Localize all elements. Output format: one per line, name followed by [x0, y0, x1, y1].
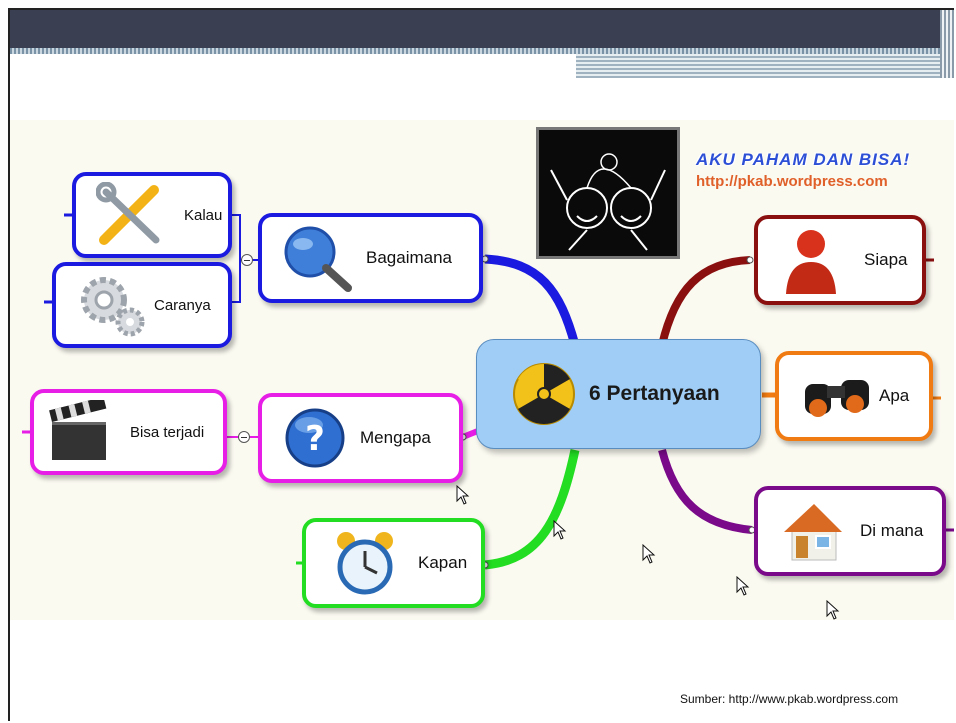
brand-title: AKU PAHAM DAN BISA! [696, 150, 911, 169]
svg-text:?: ? [305, 419, 325, 459]
collapse-toggle-bagaimana[interactable] [241, 254, 253, 266]
node-label-kapan: Kapan [418, 553, 468, 572]
person-icon [786, 230, 836, 294]
slide-header-stripe [10, 48, 940, 54]
cursor-arrow-icon [456, 485, 470, 505]
central-topic-label: 6 Pertanyaan [589, 382, 720, 405]
binoculars-icon [805, 380, 869, 417]
slide-header-edge [940, 10, 954, 78]
node-di-mana[interactable]: Di mana [754, 486, 946, 576]
question-icon: ? [285, 408, 345, 468]
node-mengapa[interactable]: ? Mengapa [258, 393, 463, 483]
source-credit: Sumber: http://www.pkab.wordpress.com [680, 692, 899, 706]
link-siapa [658, 256, 751, 346]
node-kalau[interactable]: Kalau [72, 172, 232, 258]
link-kapan [484, 449, 580, 570]
node-bisa-terjadi[interactable]: Bisa terjadi [30, 389, 227, 475]
node-label-kalau: Kalau [184, 206, 223, 224]
node-label-mengapa: Mengapa [360, 428, 431, 447]
magnifier-icon [284, 226, 352, 292]
link-di-mana [658, 448, 753, 534]
cursor-arrow-icon [642, 544, 656, 564]
slide-header-bar [10, 10, 940, 48]
slide-header-accent [576, 54, 954, 78]
node-siapa[interactable]: Siapa [754, 215, 926, 305]
cursor-arrow-icon [736, 576, 750, 596]
central-topic[interactable]: 6 Pertanyaan [476, 339, 761, 449]
gears-icon [81, 277, 145, 337]
node-label-di-mana: Di mana [860, 521, 924, 540]
node-kapan[interactable]: Kapan [302, 518, 485, 608]
clapperboard-icon [49, 400, 107, 460]
node-caranya[interactable]: Caranya [52, 262, 232, 348]
alarm-clock-icon [337, 532, 393, 595]
slide-frame [8, 8, 954, 721]
brand-url: http://pkab.wordpress.com [696, 173, 888, 190]
link-bagaimana [484, 254, 580, 347]
tools-icon [96, 182, 160, 245]
node-label-apa: Apa [879, 386, 910, 405]
node-bagaimana[interactable]: Bagaimana [258, 213, 483, 303]
cartoon-kids-icon [550, 153, 666, 251]
cartoon-logo [536, 127, 680, 259]
cursor-arrow-icon [826, 600, 840, 620]
node-apa[interactable]: Apa [775, 351, 933, 441]
cursor-arrow-icon [553, 520, 567, 540]
node-label-bagaimana: Bagaimana [366, 248, 453, 267]
node-label-caranya: Caranya [154, 296, 211, 314]
node-label-siapa: Siapa [864, 250, 908, 269]
link-caranya [232, 260, 241, 303]
node-label-bisa-terjadi: Bisa terjadi [130, 423, 205, 441]
radiation-icon [513, 363, 575, 425]
collapse-toggle-mengapa[interactable] [238, 431, 250, 443]
house-icon [784, 504, 842, 561]
